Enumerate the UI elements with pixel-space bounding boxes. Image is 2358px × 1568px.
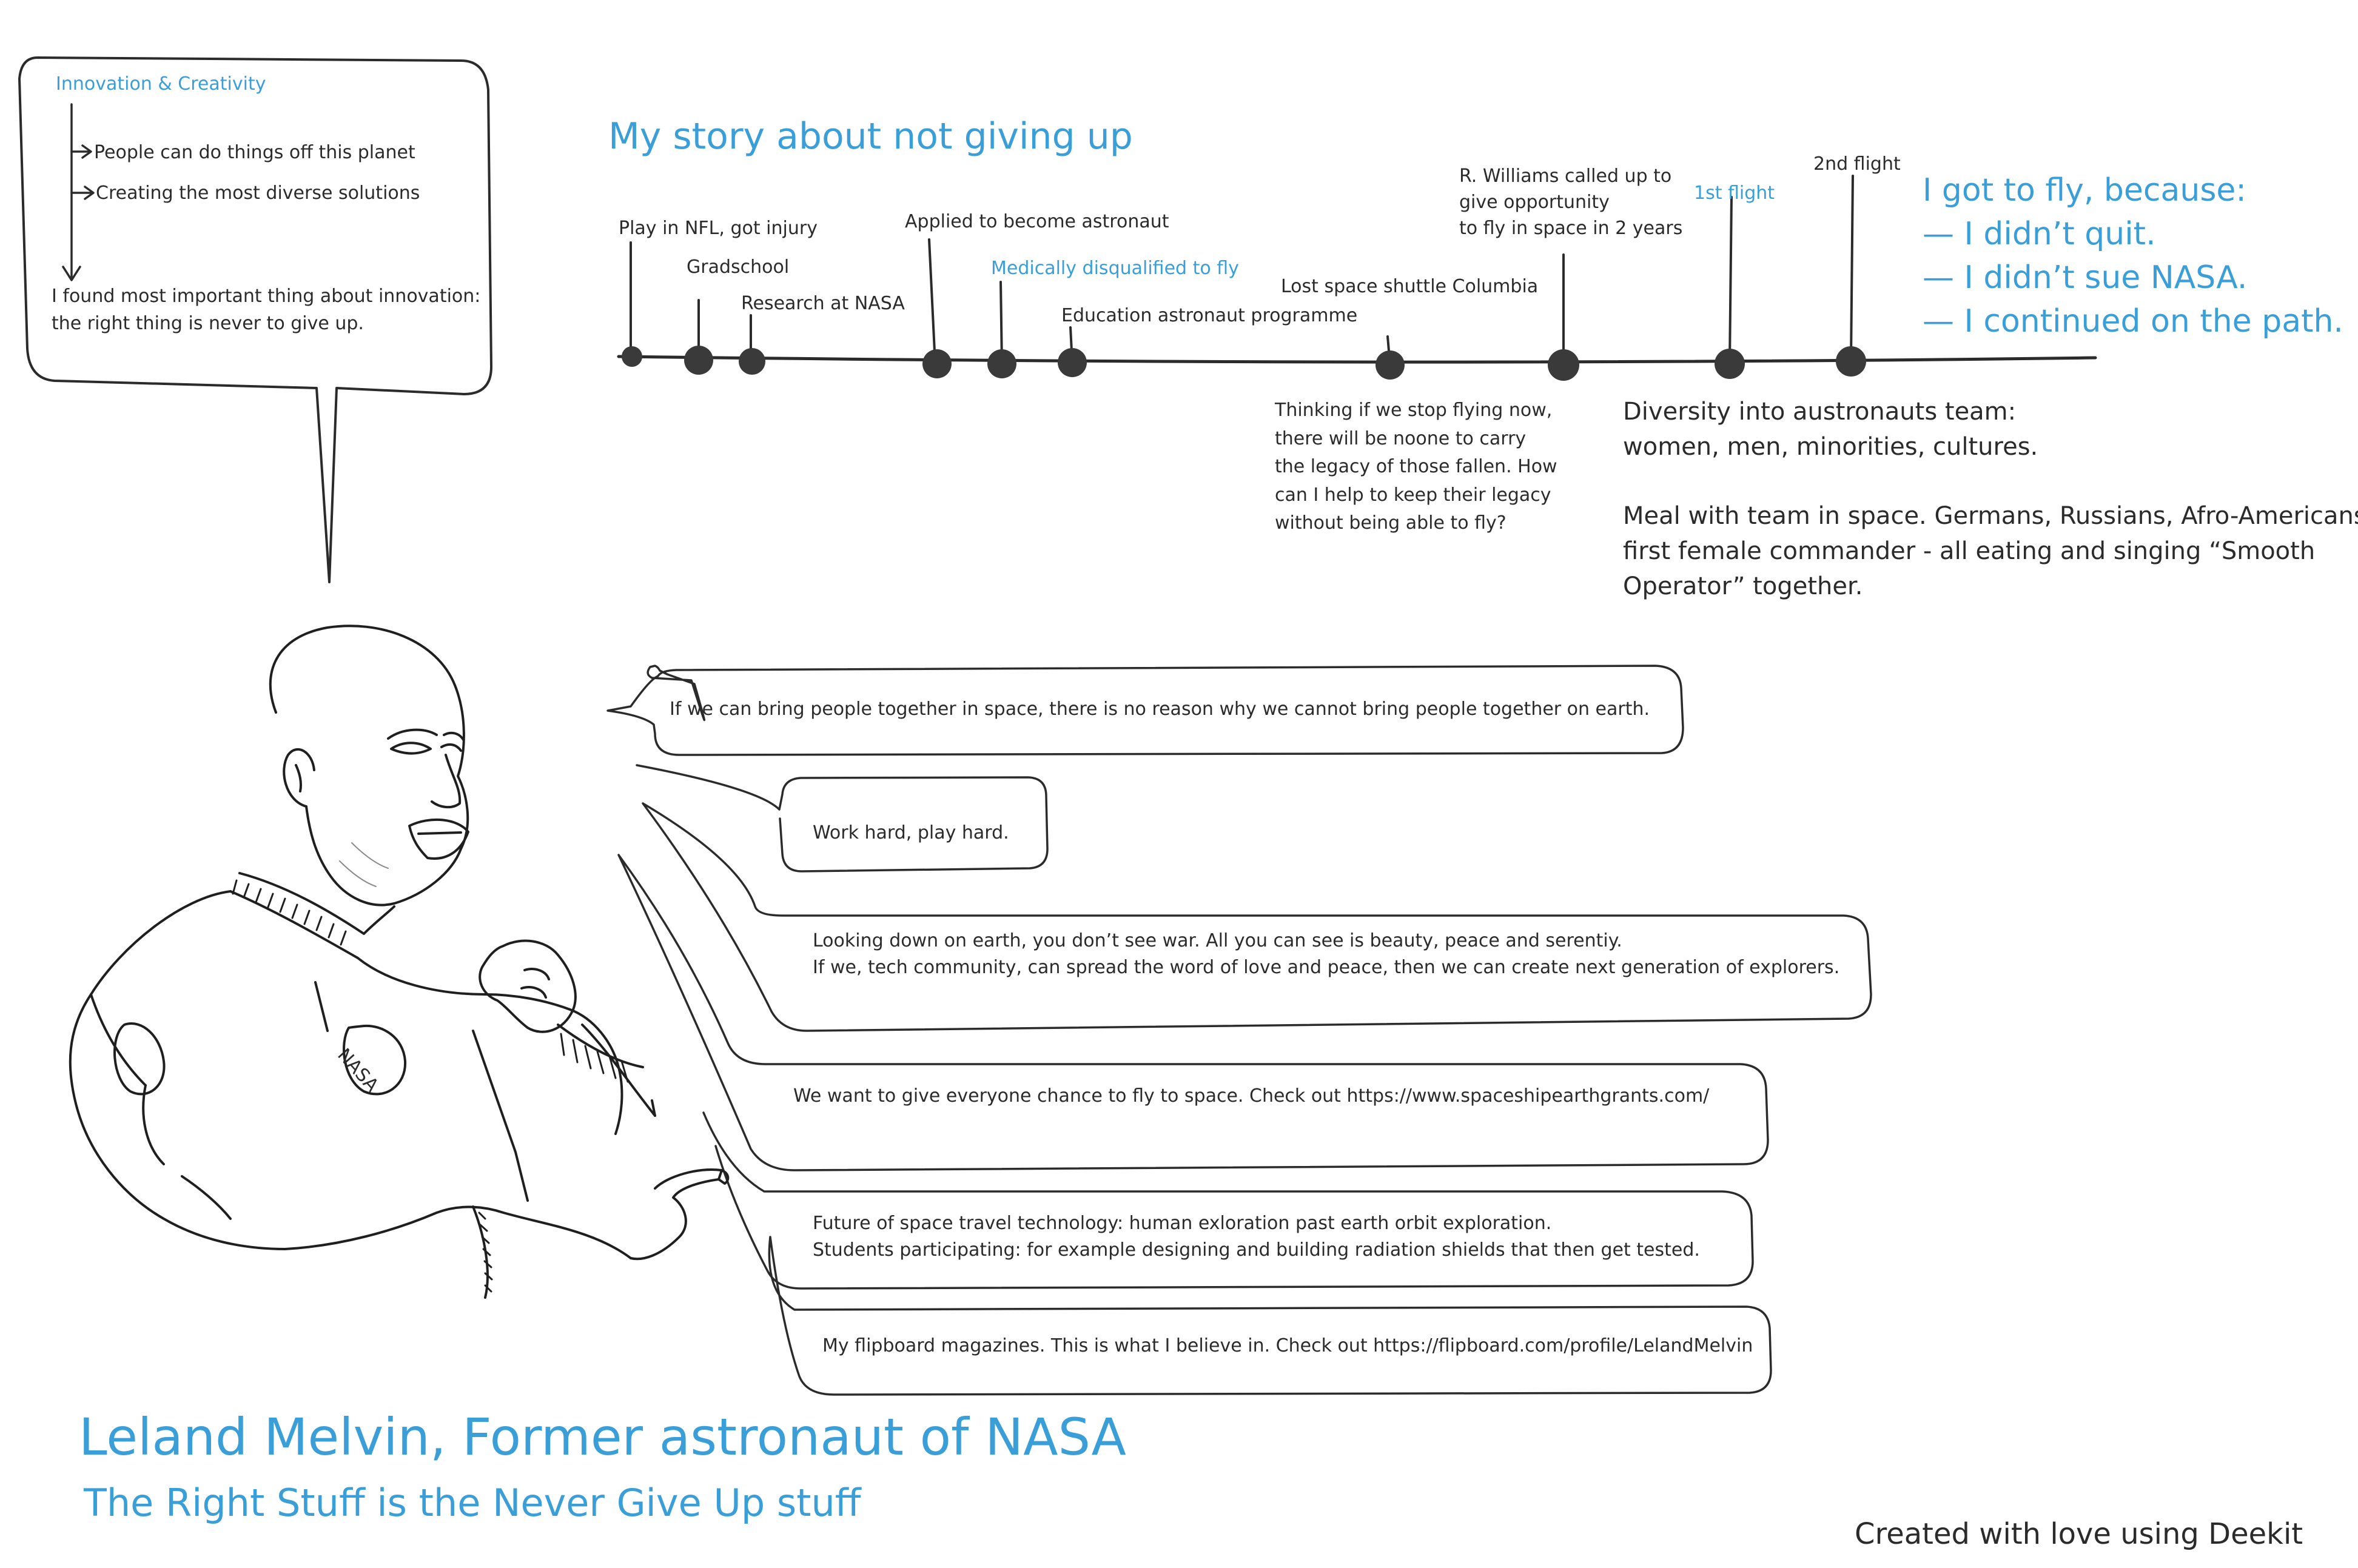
event-second-flight: 2nd flight: [1813, 153, 1901, 175]
got-to-fly-heading: I got to fly, because:: [1923, 172, 2246, 209]
timeline-dot-education: [1058, 348, 1087, 377]
quote-bubble-5: [702, 1111, 1754, 1290]
main-subtitle: The Right Stuff is the Never Give Up stu…: [84, 1481, 861, 1525]
columbia-note-line: without being able to fly?: [1275, 512, 1506, 534]
innovation-point-1: People can do things off this planet: [94, 142, 415, 163]
portrait-left-hand: [479, 939, 577, 1033]
portrait-torso: [69, 890, 286, 1250]
portrait-right-cuff: [472, 1205, 489, 1299]
timeline-dot-second-flight: [1836, 346, 1866, 377]
quote-bubble-1-outline: [606, 665, 1684, 756]
timeline-dot-columbia: [1376, 350, 1405, 380]
quote-bubble-3: [642, 802, 1872, 1032]
portrait-nose: [431, 754, 462, 809]
quote-bubbles: [606, 665, 1872, 1396]
event-williams-3: to fly in space in 2 years: [1459, 218, 1683, 239]
main-title: Leland Melvin, Former astronaut of NASA: [79, 1407, 1126, 1467]
timeline-dot-research: [739, 348, 765, 375]
event-williams-2: give opportunity: [1459, 192, 1610, 213]
astronaut-portrait: [69, 625, 730, 1299]
quote-3-line-1: Looking down on earth, you don’t see war…: [813, 930, 1622, 951]
quote-3-line-2: If we, tech community, can spread the wo…: [813, 957, 1840, 978]
innovation-title: Innovation & Creativity: [56, 73, 266, 95]
portrait-left-cuff: [557, 1024, 644, 1068]
timeline-axis: [617, 355, 2097, 364]
event-williams-1: R. Williams called up to: [1459, 166, 1672, 187]
columbia-note-line: there will be noone to carry: [1275, 427, 1527, 449]
timeline-dot-disqualified: [987, 349, 1016, 378]
nasa-patch: [343, 1024, 407, 1096]
diversity-note: Diversity into austronauts team: women, …: [1623, 394, 2358, 604]
columbia-note-line: can I help to keep their legacy: [1275, 484, 1551, 506]
columbia-note-line: the legacy of those fallen. How: [1275, 456, 1557, 477]
quote-1: If we can bring people together in space…: [670, 699, 1650, 720]
quote-bubble-4: [617, 854, 1769, 1171]
event-nfl: Play in NFL, got injury: [619, 218, 818, 239]
got-to-fly-reason: — I didn’t quit.: [1923, 216, 2156, 252]
columbia-note-line: Thinking if we stop flying now,: [1275, 400, 1553, 421]
meal-line: Operator” together.: [1623, 572, 1863, 600]
quote-bubble-1: [647, 665, 705, 722]
got-to-fly-list: I got to fly, because: — I didn’t quit. …: [1923, 169, 2343, 343]
portrait-shoulder-patch: [113, 1022, 166, 1096]
got-to-fly-reason: — I continued on the path.: [1923, 303, 2343, 340]
quote-6: My flipboard magazines. This is what I b…: [822, 1335, 1753, 1356]
timeline-title: My story about not giving up: [608, 115, 1133, 158]
event-first-flight: 1st flight: [1694, 183, 1775, 204]
event-disqualified: Medically disqualified to fly: [991, 258, 1239, 279]
portrait-ear: [283, 748, 315, 808]
portrait-mouth: [408, 818, 469, 860]
innovation-conclusion-1: I found most important thing about innov…: [52, 286, 481, 307]
portrait-head: [269, 625, 469, 906]
quote-2: Work hard, play hard.: [813, 822, 1009, 843]
deekit-credit: Created with love using Deekit: [1855, 1517, 2303, 1551]
timeline-dot-nfl: [622, 346, 642, 367]
portrait-eye-left: [390, 742, 432, 755]
diversity-line: Diversity into austronauts team:: [1623, 398, 2017, 426]
innovation-conclusion-2: the right thing is never to give up.: [52, 313, 364, 334]
timeline-dots: [622, 346, 1866, 381]
quote-4: We want to give everyone chance to fly t…: [793, 1085, 1710, 1107]
timeline-dot-first-flight: [1715, 349, 1745, 379]
timeline-dot-applied: [922, 349, 952, 378]
timeline-dot-gradschool: [684, 346, 713, 375]
event-gradschool: Gradschool: [687, 256, 790, 278]
event-applied: Applied to become astronaut: [905, 211, 1169, 232]
event-columbia: Lost space shuttle Columbia: [1281, 276, 1539, 297]
quote-5-line-1: Future of space travel technology: human…: [813, 1213, 1552, 1234]
innovation-point-2: Creating the most diverse solutions: [96, 183, 420, 204]
timeline-dot-williams: [1548, 349, 1579, 381]
quote-bubble-6: [768, 1236, 1772, 1396]
columbia-note: Thinking if we stop flying now, there wi…: [1275, 399, 1557, 535]
event-research: Research at NASA: [741, 293, 905, 314]
meal-line: Meal with team in space. Germans, Russia…: [1623, 502, 2358, 530]
event-education: Education astronaut programme: [1061, 305, 1358, 326]
diversity-line: women, men, minorities, cultures.: [1623, 433, 2038, 461]
quote-bubble-2: [636, 764, 1049, 873]
portrait-eye-right: [440, 743, 462, 752]
meal-line: first female commander - all eating and …: [1623, 537, 2316, 565]
innovation-speech-box: [18, 56, 492, 583]
innovation-arrows: [62, 103, 95, 281]
quote-5-line-2: Students participating: for example desi…: [813, 1239, 1700, 1261]
timeline-stems: [630, 175, 1854, 366]
portrait-right-hand: [630, 1168, 723, 1261]
portrait-collar: [238, 872, 395, 935]
got-to-fly-reason: — I didn’t sue NASA.: [1923, 260, 2248, 296]
